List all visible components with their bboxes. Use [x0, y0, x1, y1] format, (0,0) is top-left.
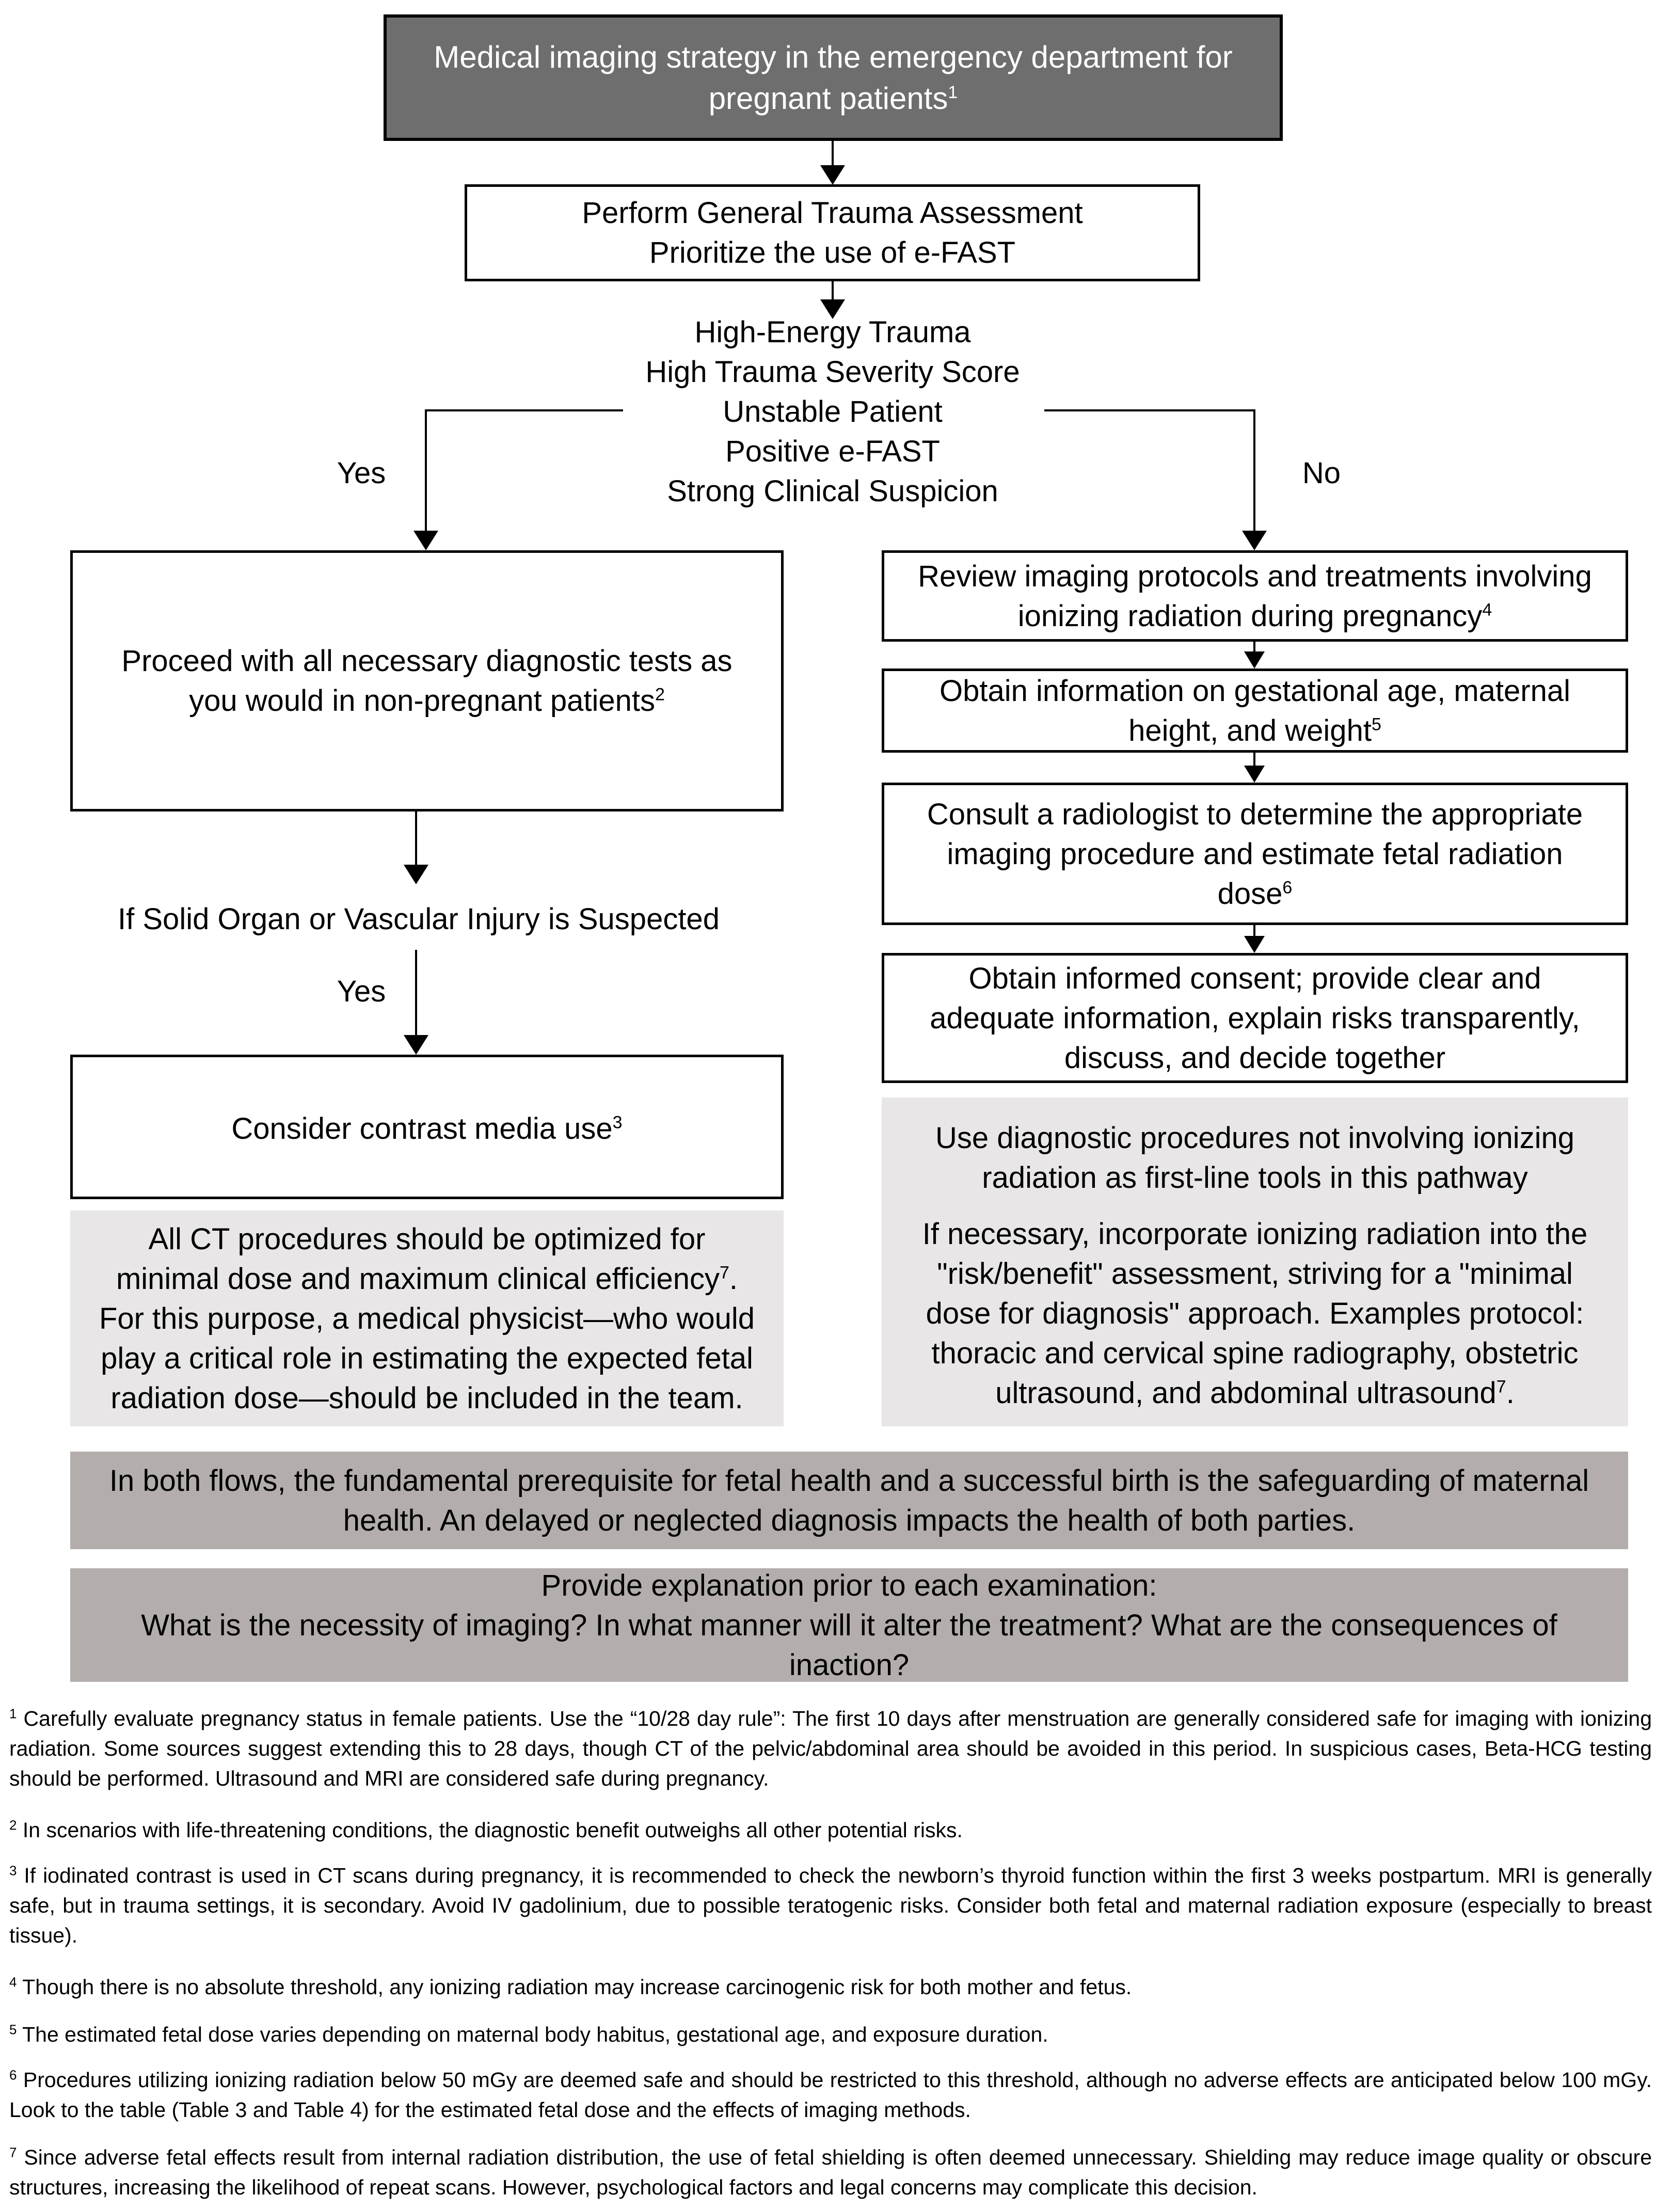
trauma-assessment-box: Perform General Trauma Assessment Priori… [465, 184, 1200, 281]
assessment-line-2: Prioritize the use of e-FAST [649, 236, 1016, 269]
non-ionizing-first-line: Use diagnostic procedures not involving … [935, 1121, 1575, 1195]
footnote-1: 1 Carefully evaluate pregnancy status in… [9, 1706, 1652, 1790]
criterion-high-energy-trauma: High-Energy Trauma [694, 315, 971, 349]
no-branch-label: No [1302, 456, 1341, 490]
review-protocols-box: Review imaging protocols and treatments … [882, 550, 1628, 642]
footnote-3: 3 If iodinated contrast is used in CT sc… [9, 1863, 1652, 1947]
footnote-7: 7 Since adverse fetal effects result fro… [9, 2144, 1652, 2199]
footnote-4: 4 Though there is no absolute threshold,… [9, 1974, 1132, 1999]
explanation-box: Provide explanation prior to each examin… [70, 1568, 1628, 1682]
informed-consent-box: Obtain informed consent; provide clear a… [882, 953, 1628, 1083]
maternal-health-box: In both flows, the fundamental prerequis… [70, 1452, 1628, 1549]
ct-optimization-note: All CT procedures should be optimized fo… [70, 1211, 784, 1426]
title-text: Medical imaging strategy in the emergenc… [434, 39, 1233, 116]
proceed-diagnostics-box: Proceed with all necessary diagnostic te… [70, 550, 784, 811]
footnote-5: 5 The estimated fetal dose varies depend… [9, 2022, 1048, 2046]
risk-benefit-text: If necessary, incorporate ionizing radia… [922, 1217, 1588, 1410]
criterion-positive-efast: Positive e-FAST [725, 435, 940, 468]
assessment-line-1: Perform General Trauma Assessment [582, 196, 1083, 230]
flowchart-title: Medical imaging strategy in the emergenc… [384, 14, 1283, 141]
criterion-unstable-patient: Unstable Patient [723, 395, 943, 428]
title-footnote-ref: 1 [948, 82, 958, 102]
condition-yes-label: Yes [337, 975, 386, 1008]
footnote-2: 2 In scenarios with life-threatening con… [9, 1817, 963, 1842]
criterion-high-severity-score: High Trauma Severity Score [645, 355, 1020, 389]
non-ionizing-note: Use diagnostic procedures not involving … [882, 1097, 1628, 1426]
gestational-info-box: Obtain information on gestational age, m… [882, 669, 1628, 753]
explanation-questions: What is the necessity of imaging? In wha… [141, 1608, 1557, 1682]
yes-branch-line [425, 409, 623, 531]
explanation-heading: Provide explanation prior to each examin… [541, 1568, 1157, 1602]
solid-organ-condition: If Solid Organ or Vascular Injury is Sus… [118, 902, 720, 936]
criterion-clinical-suspicion: Strong Clinical Suspicion [667, 474, 998, 508]
trauma-criteria: High-Energy Trauma High Trauma Severity … [568, 312, 1097, 511]
no-branch-line [1044, 409, 1255, 531]
yes-branch-label: Yes [337, 456, 386, 490]
contrast-media-box: Consider contrast media use3 [70, 1055, 784, 1199]
consult-radiologist-box: Consult a radiologist to determine the a… [882, 783, 1628, 925]
footnote-6: 6 Procedures utilizing ionizing radiatio… [9, 2067, 1652, 2122]
